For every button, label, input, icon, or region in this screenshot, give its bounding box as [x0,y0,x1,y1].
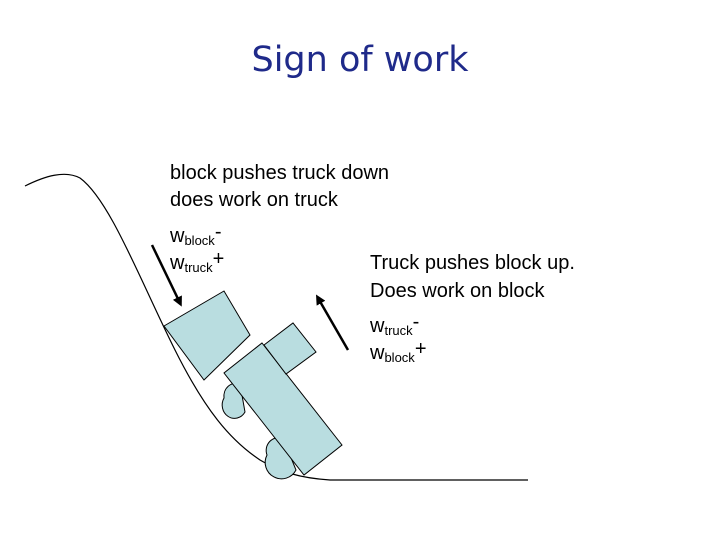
right-work-truck: wtruck- [370,310,419,343]
left-text-line1: block pushes truck down [170,162,390,184]
work-sign: + [414,338,427,360]
work-symbol: w [370,315,385,337]
left-work-truck: wtruck+ [170,247,224,280]
work-sign: - [412,311,420,333]
arrow-truck-on-block [316,294,350,351]
slide-title: Sign of work [251,40,469,80]
left-work-block: wblock- [170,220,221,253]
left-text-line2: does work on truck [170,189,338,211]
right-work-block: wblock+ [370,337,427,370]
arrow-block-on-truck [150,244,182,307]
truck-wheel-front [264,436,297,480]
right-text-line1: Truck pushes block up. [370,252,575,274]
work-symbol: w [170,252,185,274]
truck-body [223,342,343,476]
block [163,290,251,381]
truck-cab [263,322,317,375]
work-subscript: truck [184,260,213,275]
work-symbol: w [170,225,185,247]
right-text-line2: Does work on block [370,280,545,302]
work-symbol: w [370,342,385,364]
work-subscript: block [184,233,215,248]
work-sign: - [214,221,222,243]
work-subscript: truck [384,323,413,338]
work-sign: + [212,248,225,270]
work-subscript: block [384,350,415,365]
